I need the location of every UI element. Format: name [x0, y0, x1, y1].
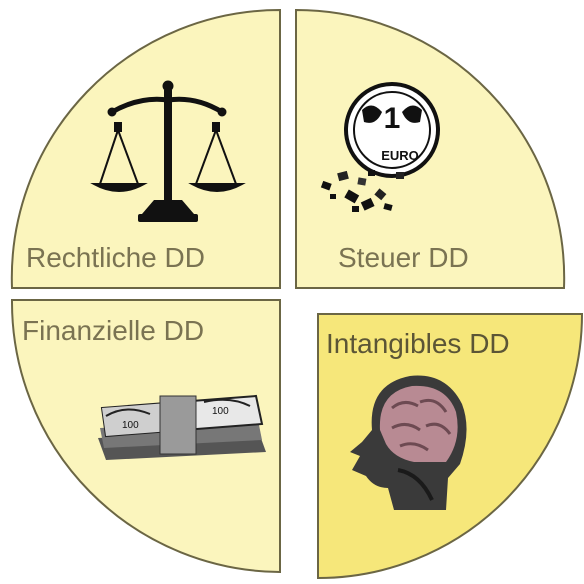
brain-head-scan-icon	[350, 375, 467, 510]
quadrant-label-intangibles: Intangibles DD	[326, 328, 510, 359]
quadrant-label-tax: Steuer DD	[338, 242, 469, 273]
quadrant-label-legal: Rechtliche DD	[26, 242, 205, 273]
banknote-right-value: 100	[212, 406, 229, 417]
crumbling-euro-coin-icon: 1 EURO	[320, 82, 440, 212]
banknote-left-value: 100	[122, 420, 139, 431]
scales-of-justice-icon	[90, 80, 246, 222]
banknote-bundle-icon: 100 100	[98, 394, 266, 460]
quadrant-label-financial: Finanzielle DD	[22, 315, 205, 346]
coin-currency: EURO	[381, 148, 419, 163]
coin-numeral: 1	[384, 102, 401, 135]
quadrant-legal	[10, 8, 281, 289]
